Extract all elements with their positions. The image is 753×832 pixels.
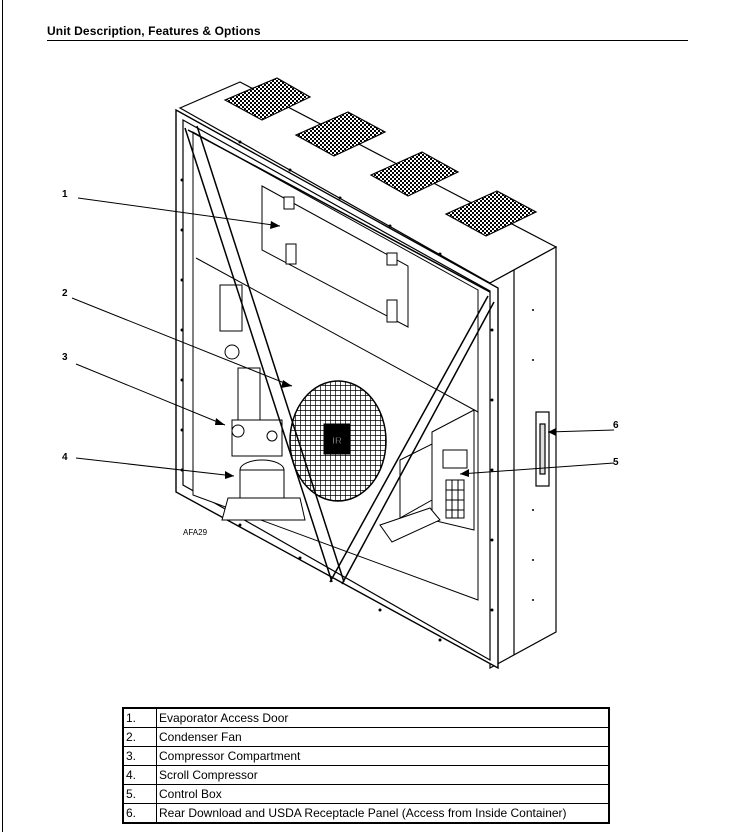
evaporator-access-door — [261, 185, 409, 328]
legend-label: Rear Download and USDA Receptacle Panel … — [156, 803, 610, 824]
legend-number: 4. — [122, 765, 157, 785]
legend-label: Condenser Fan — [156, 727, 610, 747]
table-row: 3. Compressor Compartment — [122, 746, 610, 766]
unit-top — [178, 77, 558, 284]
table-row: 2. Condenser Fan — [122, 727, 610, 747]
scroll-compressor — [219, 284, 306, 521]
unit-side — [489, 245, 557, 670]
legend-number: 2. — [122, 727, 157, 747]
callout-6: 6 — [613, 420, 619, 431]
section-title: Unit Description, Features & Options — [47, 24, 261, 38]
svg-text:IR: IR — [332, 436, 343, 447]
leader-arrowheads — [215, 221, 556, 479]
control-box — [379, 409, 475, 543]
table-row: 5. Control Box — [122, 784, 610, 804]
figure-id-label: AFA29 — [183, 528, 208, 537]
legend-number: 6. — [122, 803, 157, 824]
legend-label: Control Box — [156, 784, 610, 804]
page-left-border — [2, 0, 3, 832]
table-row: 4. Scroll Compressor — [122, 765, 610, 785]
leader-lines — [71, 197, 615, 477]
frame-bolts — [180, 140, 534, 642]
legend-table: 1. Evaporator Access Door 2. Condenser F… — [122, 707, 610, 824]
header-rule — [47, 40, 688, 41]
callout-5: 5 — [613, 457, 619, 468]
legend-label: Scroll Compressor — [156, 765, 610, 785]
legend-number: 3. — [122, 746, 157, 766]
legend-number: 5. — [122, 784, 157, 804]
legend-label: Evaporator Access Door — [156, 707, 610, 728]
unit-illustration: IR — [71, 77, 615, 670]
callout-2: 2 — [62, 288, 68, 299]
callout-4: 4 — [62, 452, 68, 463]
condenser-fan: IR — [289, 380, 387, 502]
callout-3: 3 — [62, 352, 68, 363]
legend-label: Compressor Compartment — [156, 746, 610, 766]
diagonal-braces — [184, 125, 495, 585]
table-row: 6. Rear Download and USDA Receptacle Pan… — [122, 803, 610, 824]
table-row: 1. Evaporator Access Door — [122, 707, 610, 728]
legend-number: 1. — [122, 707, 157, 728]
callout-1: 1 — [62, 189, 68, 200]
